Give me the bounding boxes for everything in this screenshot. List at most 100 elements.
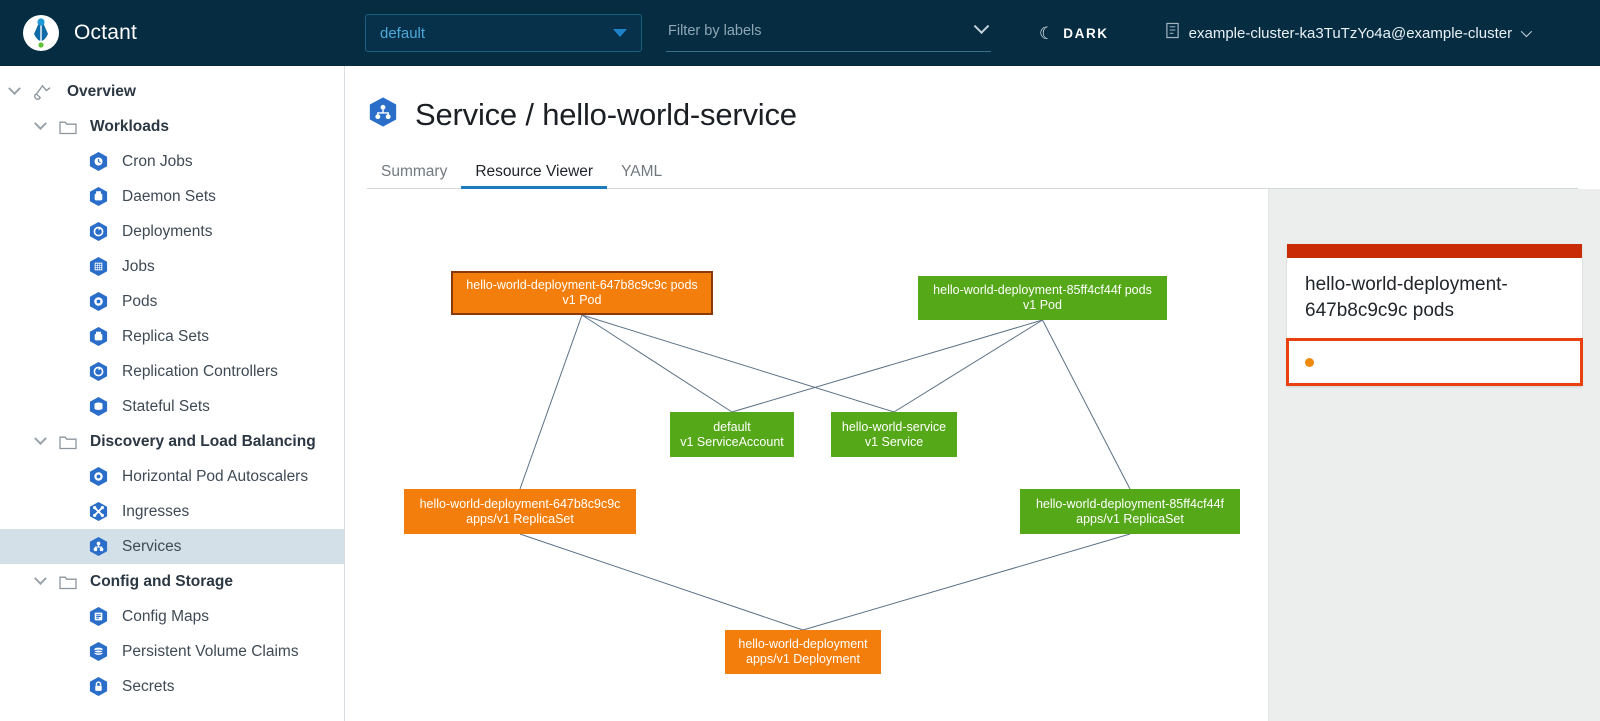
- sidebar-item-jobs[interactable]: Jobs: [0, 249, 344, 284]
- replication-controller-icon: [88, 361, 109, 382]
- page-title-row: Service / hello-world-service: [367, 96, 1600, 133]
- graph-node-subtitle: v1 Service: [864, 434, 924, 449]
- caret-down-icon: [613, 29, 627, 37]
- sidebar-item-label: Secrets: [122, 677, 175, 695]
- namespace-select[interactable]: default: [365, 14, 642, 52]
- sidebar-item-label: Jobs: [122, 257, 155, 275]
- graph-edge: [519, 533, 804, 631]
- sidebar-item-services[interactable]: Services: [0, 529, 344, 564]
- sidebar-item-horizontal-pod-autoscalers[interactable]: Horizontal Pod Autoscalers: [0, 459, 344, 494]
- graph-node-title: hello-world-service: [841, 419, 947, 434]
- cluster-icon: [1165, 22, 1180, 44]
- sidebar-item-workloads[interactable]: Workloads: [0, 109, 344, 144]
- graph-node-title: hello-world-deployment-85ff4cf44f: [1035, 496, 1225, 511]
- ingress-icon: [88, 501, 109, 522]
- sidebar-item-config-maps[interactable]: Config Maps: [0, 599, 344, 634]
- theme-toggle[interactable]: ☾ DARK: [1039, 25, 1109, 42]
- sidebar-item-label: Config and Storage: [90, 572, 233, 590]
- sidebar-item-persistent-volume-claims[interactable]: Persistent Volume Claims: [0, 634, 344, 669]
- sidebar-item-cron-jobs[interactable]: Cron Jobs: [0, 144, 344, 179]
- graph-edges: [519, 314, 1131, 631]
- sidebar-item-daemon-sets[interactable]: Daemon Sets: [0, 179, 344, 214]
- chevron-down-icon[interactable]: [34, 117, 47, 131]
- app-header: Octant default Filter by labels ☾ DARK: [0, 0, 1600, 66]
- sidebar-item-ingresses[interactable]: Ingresses: [0, 494, 344, 529]
- graph-node-title: hello-world-deployment-85ff4cf44f pods: [933, 283, 1152, 297]
- detail-card[interactable]: hello-world-deployment-647b8c9c9c pods: [1286, 244, 1583, 386]
- tab-summary[interactable]: Summary: [381, 162, 448, 180]
- graph-node-title: hello-world-deployment: [738, 637, 868, 651]
- chevron-down-icon: [973, 18, 990, 35]
- cluster-select[interactable]: example-cluster-ka3TuTzYo4a@example-clus…: [1165, 22, 1533, 44]
- configmap-icon: [88, 606, 109, 627]
- graph-node-subtitle: v1 ServiceAccount: [680, 434, 784, 449]
- sidebar-item-label: Horizontal Pod Autoscalers: [122, 467, 309, 485]
- graph-edge: [581, 314, 895, 413]
- sidebar-item-deployments[interactable]: Deployments: [0, 214, 344, 249]
- sidebar-item-label: Persistent Volume Claims: [122, 642, 299, 660]
- sidebar-item-config-and-storage[interactable]: Config and Storage: [0, 564, 344, 599]
- sidebar-item-label: Replica Sets: [122, 327, 210, 345]
- chevron-down-icon[interactable]: [34, 572, 47, 586]
- octant-logo-icon: [22, 14, 60, 52]
- tab-resource-viewer[interactable]: Resource Viewer: [461, 163, 607, 189]
- brand[interactable]: Octant: [0, 0, 345, 66]
- theme-toggle-label: DARK: [1063, 25, 1109, 41]
- chevron-down-icon[interactable]: [34, 432, 47, 446]
- graph-node-subtitle: apps/v1 ReplicaSet: [466, 511, 574, 526]
- moon-icon: ☾: [1039, 23, 1055, 43]
- sidebar-item-replication-controllers[interactable]: Replication Controllers: [0, 354, 344, 389]
- statefulset-icon: [88, 396, 109, 417]
- graph-node-subtitle: v1 Pod: [562, 293, 602, 307]
- sidebar-item-stateful-sets[interactable]: Stateful Sets: [0, 389, 344, 424]
- cluster-name: example-cluster-ka3TuTzYo4a@example-clus…: [1188, 24, 1513, 42]
- graph-edge: [581, 314, 733, 413]
- sidebar-item-label: Cron Jobs: [122, 152, 193, 170]
- sidebar-item-pods[interactable]: Pods: [0, 284, 344, 319]
- sidebar-item-label: Overview: [67, 82, 136, 100]
- cronjob-icon: [88, 151, 109, 172]
- graph-edge: [731, 319, 1043, 413]
- page-title: Service / hello-world-service: [415, 96, 797, 132]
- tab-yaml[interactable]: YAML: [621, 162, 663, 180]
- label-filter-input[interactable]: Filter by labels: [666, 14, 991, 52]
- graph-node-subtitle: apps/v1 Deployment: [746, 652, 860, 666]
- sidebar-item-label: Daemon Sets: [122, 187, 216, 205]
- status-dot-icon: [1305, 357, 1314, 367]
- detail-card-status-row[interactable]: [1286, 338, 1583, 386]
- tab-bar: Summary Resource Viewer YAML: [367, 153, 1578, 189]
- sidebar-item-label: Replication Controllers: [122, 362, 278, 380]
- detail-pane: hello-world-deployment-647b8c9c9c pods: [1268, 189, 1600, 721]
- sidebar-item-discovery-and-load-balancing[interactable]: Discovery and Load Balancing: [0, 424, 344, 459]
- sidebar-item-replica-sets[interactable]: Replica Sets: [0, 319, 344, 354]
- sidebar-item-label: Ingresses: [122, 502, 190, 520]
- hpa-icon: [88, 466, 109, 487]
- namespace-value: default: [380, 24, 426, 42]
- service-icon: [88, 536, 109, 557]
- graph-node-title: hello-world-deployment-647b8c9c9c pods: [466, 278, 698, 292]
- folder-icon: [59, 574, 77, 590]
- daemonset-icon: [88, 186, 109, 207]
- chevron-down-icon[interactable]: [8, 82, 21, 96]
- graph-edge: [1042, 319, 1131, 490]
- graph-edge: [519, 314, 583, 490]
- pvc-icon: [88, 641, 109, 662]
- sidebar-item-label: Discovery and Load Balancing: [90, 432, 316, 450]
- folder-icon: [59, 119, 77, 135]
- sidebar-item-secrets[interactable]: Secrets: [0, 669, 344, 704]
- chevron-down-icon: [1520, 25, 1533, 38]
- graph-edge: [893, 319, 1043, 413]
- sidebar-item-overview[interactable]: Overview: [0, 74, 344, 109]
- detail-card-status-bar: [1287, 244, 1582, 258]
- graph-node-subtitle: apps/v1 ReplicaSet: [1076, 511, 1184, 526]
